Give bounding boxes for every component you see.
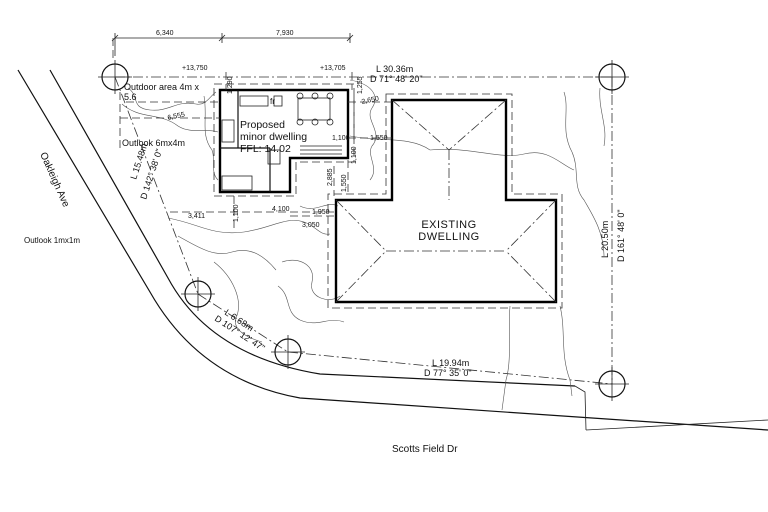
outdoor-area-label-line1: Outdoor area 4m x — [124, 82, 200, 92]
boundary-peg — [595, 60, 629, 94]
dimension-label: 2,650 — [361, 95, 380, 106]
dimension-label: 1,100 — [351, 146, 358, 164]
road-edges — [17, 69, 768, 431]
boundary-peg — [271, 335, 305, 369]
dimension-label: 3,050 — [302, 222, 320, 229]
contour-lines — [121, 79, 606, 411]
outlook-6x4-label: Outlook 6mx4m — [122, 138, 185, 148]
dimension-label: 1,550 — [370, 135, 388, 142]
fridge-label: fr — [270, 97, 275, 106]
level-marker: +13,750 — [182, 65, 208, 72]
bottom-boundary-bearing: D 77° 35' 0" — [424, 368, 472, 378]
top-boundary-bearing: D 71° 48' 20" — [370, 74, 423, 84]
dimension-label: 1,550 — [341, 174, 348, 192]
proposed-minor-dwelling: fr Proposed minor dwelling FFL: 14.02 — [213, 83, 355, 197]
site-boundary — [114, 76, 613, 385]
dimension-label: 4,100 — [272, 206, 290, 213]
proposed-label-line2: minor dwelling — [240, 131, 307, 143]
existing-dwelling-label-line1: EXISTING — [421, 219, 476, 231]
boundary-peg — [98, 60, 132, 94]
outlook-1x1-label: Outlook 1mx1m — [24, 236, 80, 245]
right-boundary-length: L 20.50m — [600, 221, 610, 258]
boundary-peg — [181, 277, 215, 311]
dimension-label: 2,885 — [327, 168, 334, 186]
dimension-label: 3,411 — [188, 213, 205, 220]
scotts-field-dr-label: Scotts Field Dr — [392, 444, 458, 455]
dimension-label: 7,930 — [276, 30, 294, 37]
setback-dimensions — [119, 72, 392, 230]
dimension-label: 1,290 — [227, 76, 234, 94]
dimension-label: 6,555 — [167, 111, 186, 122]
dimension-label: 6,340 — [156, 30, 174, 37]
boundary-pegs — [98, 60, 629, 401]
bottom-boundary-length: L 19.94m — [432, 358, 469, 368]
proposed-ffl-label: FFL: 14.02 — [240, 143, 291, 155]
top-boundary-length: L 30.36m — [376, 64, 413, 74]
dimension-label: 1,950 — [312, 209, 330, 216]
boundary-peg — [595, 367, 629, 401]
existing-dwelling: EXISTING DWELLING — [327, 93, 563, 309]
oakleigh-ave-label: Oakleigh Ave — [37, 151, 71, 210]
top-dimension-line — [111, 33, 354, 60]
outdoor-area-label-line2: 5.6 — [124, 92, 137, 102]
level-marker: +13,705 — [320, 65, 346, 72]
existing-dwelling-label-line2: DWELLING — [418, 231, 479, 243]
proposed-label-line1: Proposed — [240, 119, 285, 131]
dimension-label: 1,100 — [332, 135, 350, 142]
right-boundary-bearing: D 161° 48' 0" — [616, 209, 626, 262]
dimension-label: 1,100 — [233, 204, 240, 222]
dimension-label: 1,255 — [357, 76, 364, 94]
